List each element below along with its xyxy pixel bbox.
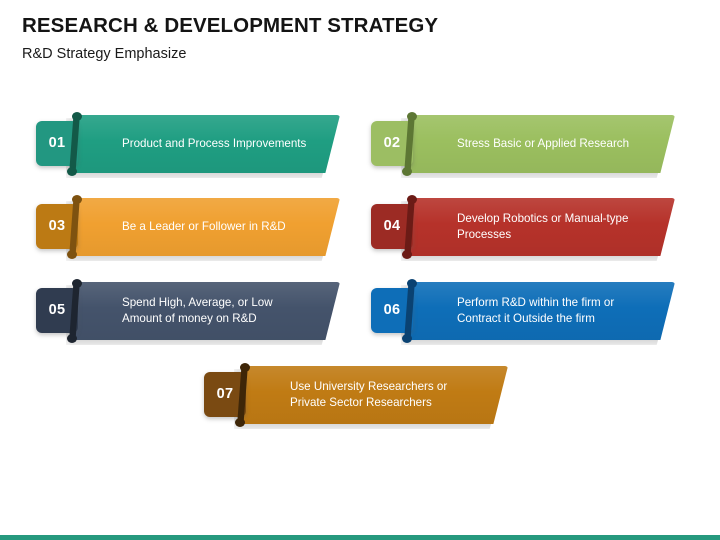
ribbon-fold xyxy=(237,364,248,426)
ribbon-fold-cap-bot xyxy=(67,167,77,176)
ribbon-fold-cap-bot xyxy=(67,334,77,343)
ribbon-number: 04 xyxy=(383,218,401,235)
ribbon-fold-cap-bot xyxy=(67,250,77,259)
ribbon-number: 07 xyxy=(216,386,234,403)
ribbon-number: 05 xyxy=(48,302,66,319)
ribbon-number: 03 xyxy=(48,218,66,235)
ribbon-fold-cap-top xyxy=(407,279,417,288)
ribbon-banner xyxy=(409,282,675,340)
ribbon-banner xyxy=(74,115,340,173)
ribbon-banner xyxy=(74,198,340,256)
ribbon-fold xyxy=(404,196,415,258)
ribbon-fold-cap-bot xyxy=(402,250,412,259)
ribbon-fold-cap-bot xyxy=(235,418,245,427)
ribbon-number: 02 xyxy=(383,135,401,152)
ribbon-fold xyxy=(69,280,80,342)
ribbon-fold xyxy=(69,196,80,258)
ribbon-fold xyxy=(404,280,415,342)
ribbon-fold-cap-bot xyxy=(402,167,412,176)
ribbon-fold-cap-top xyxy=(407,195,417,204)
ribbon-banner xyxy=(409,115,675,173)
ribbon-banner xyxy=(242,366,508,424)
ribbon-number: 01 xyxy=(48,135,66,152)
bottom-accent-bar xyxy=(0,535,720,540)
ribbon-banner xyxy=(74,282,340,340)
page-title: RESEARCH & DEVELOPMENT STRATEGY xyxy=(22,14,439,37)
ribbon-number-badge[interactable]: 06 xyxy=(371,288,413,333)
ribbon-fold-cap-top xyxy=(407,112,417,121)
ribbon-fold xyxy=(404,113,415,175)
ribbon-fold-cap-top xyxy=(72,112,82,121)
ribbon-fold-cap-bot xyxy=(402,334,412,343)
ribbon-fold xyxy=(69,113,80,175)
ribbon-fold-cap-top xyxy=(72,195,82,204)
ribbon-fold-cap-top xyxy=(240,363,250,372)
page-subtitle: R&D Strategy Emphasize xyxy=(22,45,187,62)
ribbon-banner xyxy=(409,198,675,256)
slide-header: RESEARCH & DEVELOPMENT STRATEGY R&D Stra… xyxy=(22,14,682,63)
ribbon-fold-cap-top xyxy=(72,279,82,288)
ribbon-number: 06 xyxy=(383,302,401,319)
